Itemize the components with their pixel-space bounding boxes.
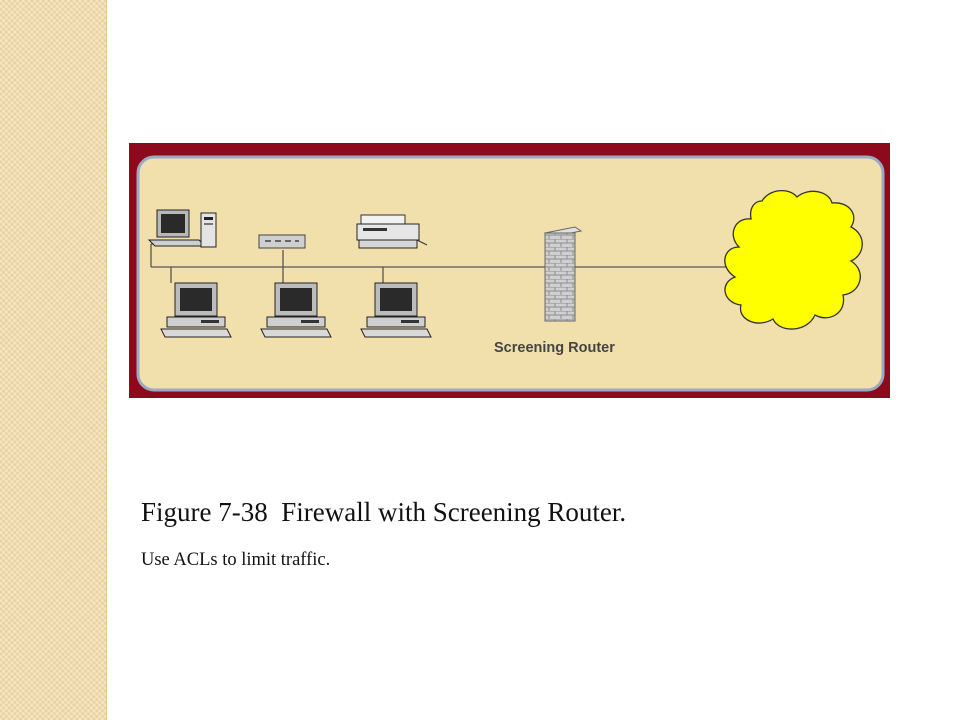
computer-icon <box>260 282 332 338</box>
printer-icon <box>356 214 428 249</box>
cloud-icon <box>724 190 863 330</box>
decorative-side-band <box>0 0 107 720</box>
firewall-diagram: Screening Router <box>129 143 890 398</box>
figure-caption-title: Figure 7-38 Firewall with Screening Rout… <box>141 497 627 527</box>
hub-icon <box>258 234 306 249</box>
router-label: Screening Router <box>494 340 615 356</box>
computer-icon <box>160 282 232 338</box>
computer-icon <box>360 282 432 338</box>
figure-caption-subtitle: Use ACLs to limit traffic. <box>141 550 331 570</box>
desktop-computer-icon <box>147 209 217 248</box>
brick-wall-icon <box>543 226 583 322</box>
